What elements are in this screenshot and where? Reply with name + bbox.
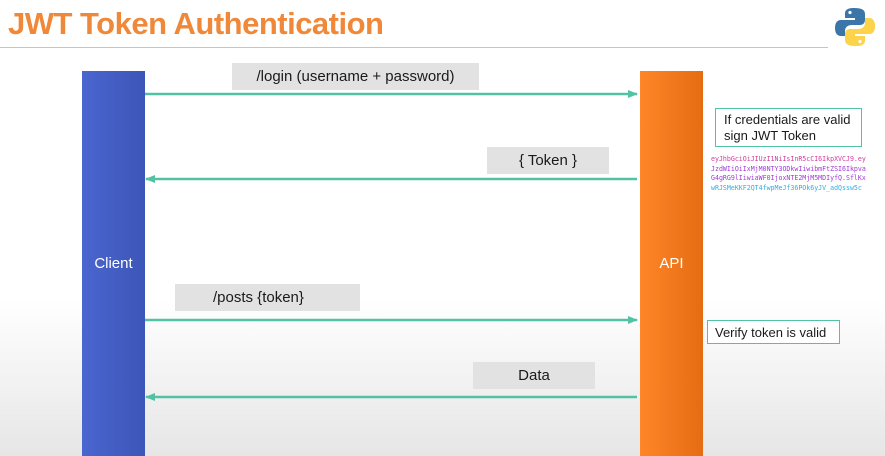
login-message-label: /login (username + password): [232, 63, 479, 90]
token-line: wRJSMeKKF2QT4fwpMeJf36POk6yJV_adQssw5c: [711, 183, 862, 192]
token-line: G4gRG9lIiwiaWF0IjoxNTE2MjM5MDIyfQ.SflKx: [711, 174, 866, 182]
posts-message-label: /posts {token}: [175, 284, 360, 311]
data-message-label: Data: [473, 362, 595, 389]
client-label: Client: [94, 255, 133, 272]
title-divider: [0, 47, 828, 48]
page-title: JWT Token Authentication: [8, 6, 384, 41]
client-lifeline: Client: [82, 71, 145, 456]
verify-note: Verify token is valid: [707, 320, 840, 344]
python-logo-icon: [835, 8, 875, 46]
api-lifeline: API: [640, 71, 703, 456]
token-line: eyJhbGciOiJIUzI1NiIsInR5cCI6IkpXVCJ9.ey: [711, 155, 866, 163]
api-label: API: [659, 255, 684, 272]
token-line: JzdWIiOiIxMjM0NTY3ODkwIiwibmFtZSI6Ikpva: [711, 164, 866, 173]
credentials-note: If credentials are valid sign JWT Token: [715, 108, 862, 147]
token-message-label: { Token }: [487, 147, 609, 174]
jwt-token-string: eyJhbGciOiJIUzI1NiIsInR5cCI6IkpXVCJ9.ey …: [711, 155, 883, 193]
